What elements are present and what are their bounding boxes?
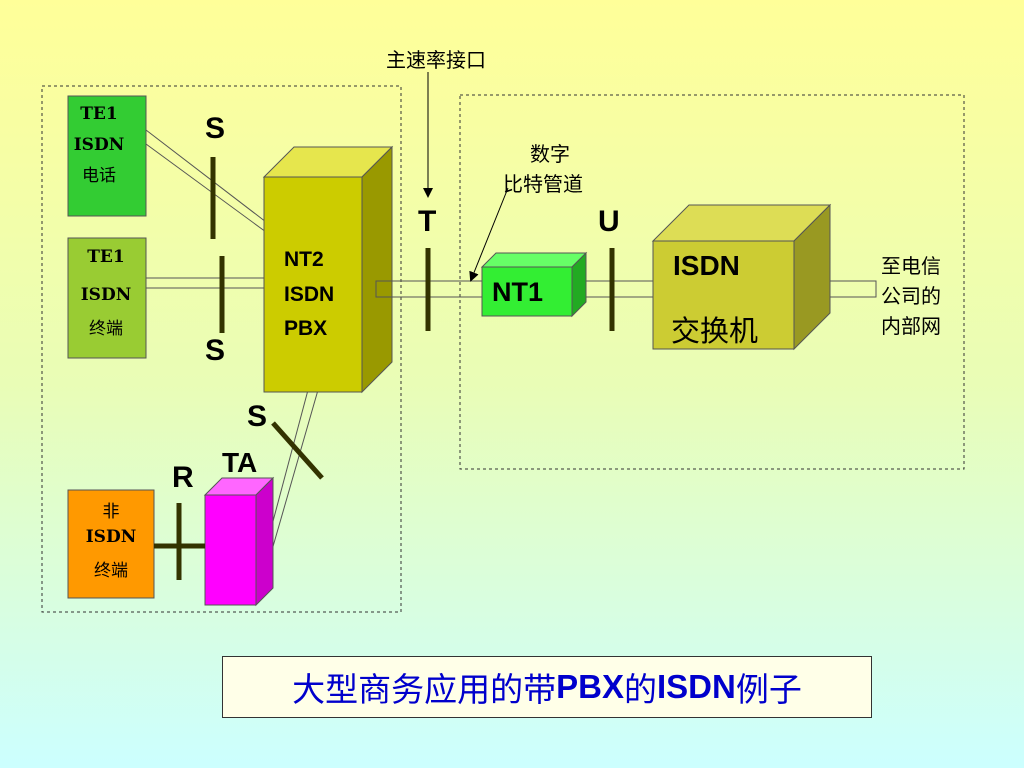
non-isdn-line3: 终端 bbox=[94, 561, 128, 581]
switch-box-front bbox=[652, 240, 795, 350]
te1-phone-label: TE1 ISDN 电话 bbox=[68, 106, 130, 185]
te1-phone-line2: ISDN bbox=[73, 135, 125, 155]
s-bar-lower bbox=[271, 421, 324, 480]
te1-terminal-line1: TE1 bbox=[87, 247, 125, 267]
ref-r: R bbox=[172, 461, 194, 494]
ta-label: TA bbox=[222, 447, 258, 478]
ref-u: U bbox=[598, 205, 620, 238]
ta-box-front bbox=[204, 494, 257, 606]
non-isdn-line2: ISDN bbox=[85, 527, 137, 547]
label-to-telco-1: 至电信 bbox=[881, 254, 941, 278]
label-primary-rate-interface: 主速率接口 bbox=[386, 48, 486, 72]
ta-box-side bbox=[255, 476, 274, 607]
nt2-label-line2: ISDN bbox=[284, 283, 335, 306]
non-isdn-terminal-box bbox=[67, 489, 155, 599]
arrow-bit-pipe bbox=[469, 187, 509, 282]
switch-label-line2: 交换机 bbox=[671, 314, 759, 348]
caption-part5: 例子 bbox=[735, 670, 802, 709]
nt1-box-front bbox=[481, 266, 573, 317]
caption-part4: ISDN bbox=[657, 668, 736, 705]
nt1-label: NT1 bbox=[492, 277, 544, 307]
te1-phone-line1: TE1 bbox=[80, 104, 118, 124]
switch-label-line1: ISDN bbox=[673, 250, 740, 281]
te1-terminal-label: TE1 ISDN 终端 bbox=[68, 249, 144, 338]
label-digital: 数字 bbox=[530, 142, 570, 166]
te1-terminal-line2: ISDN bbox=[80, 285, 132, 305]
label-bit-pipe: 比特管道 bbox=[503, 172, 583, 196]
caption-part2: PBX bbox=[556, 668, 624, 705]
nt2-label-line1: NT2 bbox=[284, 248, 324, 271]
te1-phone-line3: 电话 bbox=[82, 166, 116, 186]
carrier-boundary bbox=[459, 94, 965, 470]
te1-terminal-line3: 终端 bbox=[89, 319, 123, 339]
cable-te1-phone-b bbox=[145, 143, 267, 233]
ref-s-lower: S bbox=[247, 400, 268, 433]
label-to-telco-3: 内部网 bbox=[881, 314, 941, 338]
caption-part3: 的 bbox=[624, 670, 657, 709]
cable-te1-phone-a bbox=[145, 129, 267, 223]
ref-t: T bbox=[418, 205, 437, 238]
nt2-box-front bbox=[263, 176, 363, 393]
nt1-box-top bbox=[480, 252, 588, 268]
nt2-box-side bbox=[361, 145, 393, 394]
te1-phone-box bbox=[67, 95, 147, 217]
link-nt1-switch bbox=[575, 280, 655, 298]
customer-premises-boundary bbox=[41, 85, 402, 613]
ref-s-mid: S bbox=[205, 334, 226, 367]
cable-nt2-ta-b bbox=[271, 389, 319, 551]
nt2-label-line3: PBX bbox=[284, 317, 328, 340]
non-isdn-line1: 非 bbox=[102, 502, 120, 522]
non-isdn-label: 非 ISDN 终端 bbox=[68, 504, 154, 580]
te1-terminal-box bbox=[67, 237, 147, 359]
caption-part1: 大型商务应用的带 bbox=[292, 670, 557, 709]
label-to-telco-2: 公司的 bbox=[881, 284, 941, 308]
ref-s-top: S bbox=[205, 112, 226, 145]
